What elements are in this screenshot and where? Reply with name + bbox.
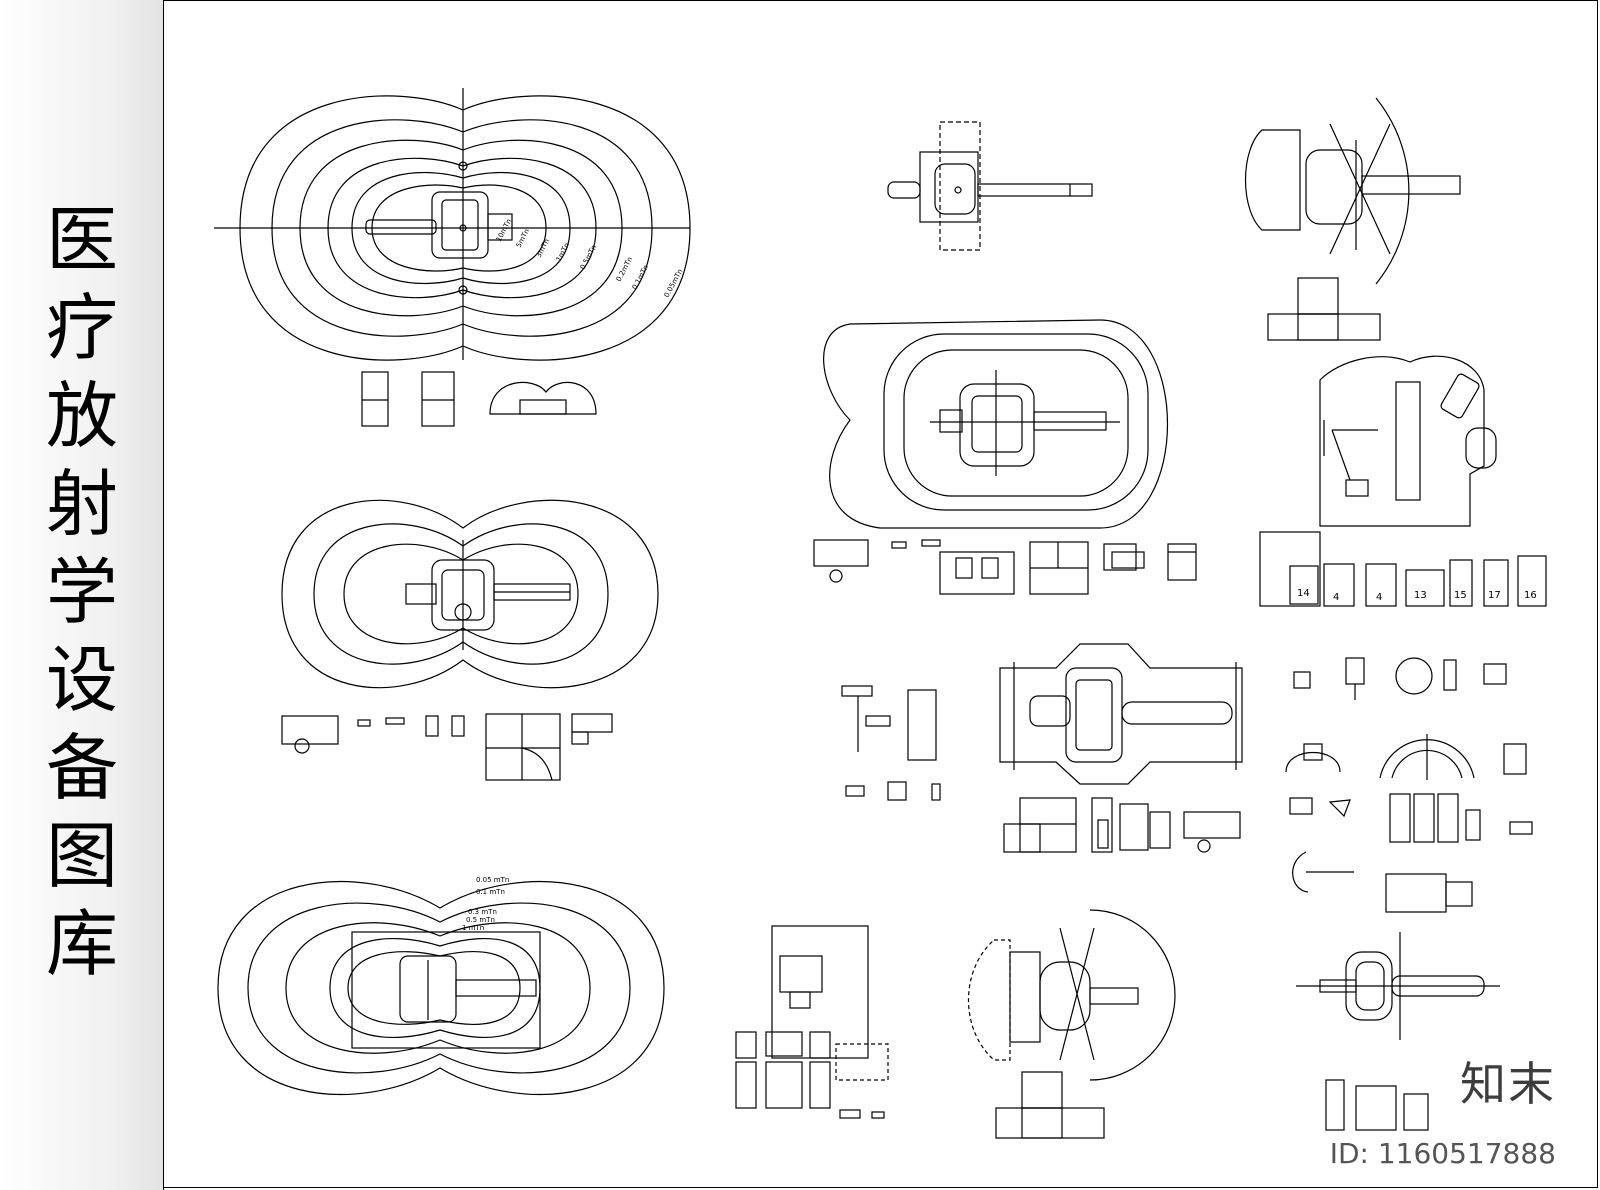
- cell-number: 4: [1376, 592, 1382, 603]
- field-label: 0.1 mTn: [476, 888, 505, 896]
- field-label: 0.05mTn: [663, 268, 685, 299]
- field-label: 0.5mTn: [579, 244, 599, 271]
- field-label: 5mTn: [515, 228, 531, 249]
- small-equipment-cluster: [1285, 657, 1533, 913]
- title-char: 图: [45, 814, 118, 898]
- mri-field-plan-2: [281, 499, 659, 689]
- mri-field-plan-1: 10mTn 5mTn 3mTn 1mTn 0.5mTn 0.2mTn 0.1mT…: [214, 88, 691, 361]
- room-layout-panel: [735, 925, 889, 1119]
- document-id: ID: 1160517888: [1329, 1137, 1556, 1170]
- ct-scanner-plan-1: [887, 121, 1093, 251]
- robotic-arm-plan: [1319, 355, 1497, 527]
- cell-number: 16: [1524, 590, 1537, 601]
- title-char: 射: [45, 462, 118, 546]
- title-char: 设: [45, 638, 118, 722]
- title-panel: 医 疗 放 射 学 设 备 图 库: [0, 0, 164, 1190]
- c-arm-plan-1: [1245, 97, 1461, 285]
- field-label: 1mTn: [555, 242, 571, 263]
- cross-table-block-2: [995, 1071, 1105, 1139]
- equipment-blocks-row-2: [281, 713, 613, 781]
- cell-number: 17: [1488, 590, 1501, 601]
- field-label: 0.3 mTn: [468, 908, 497, 916]
- ct-scanner-plan-3: [999, 643, 1243, 785]
- mri-field-plan-3: 0.05 mTn 0.1 mTn 0.3 mTn 0.5 mTn 1 mTn: [217, 876, 665, 1096]
- equipment-blocks-row-5: [1325, 1079, 1429, 1131]
- cross-table-block-1: [1267, 277, 1381, 341]
- field-label: 0.5 mTn: [466, 916, 495, 924]
- brand-logo-text: 知末: [1460, 1057, 1556, 1111]
- c-arm-plan-2: [968, 909, 1176, 1081]
- title-char: 库: [45, 902, 118, 986]
- field-label: 0.1mTn: [631, 264, 651, 291]
- cell-number: 14: [1297, 588, 1310, 599]
- cell-number: 4: [1333, 592, 1339, 603]
- field-label: 1 mTn: [462, 924, 484, 932]
- drawing-area: 10mTn 5mTn 3mTn 1mTn 0.5mTn 0.2mTn 0.1mT…: [164, 0, 1598, 1190]
- title-char: 备: [45, 726, 118, 810]
- ct-scanner-plan-2: [823, 319, 1169, 529]
- field-label: 0.05 mTn: [476, 876, 509, 884]
- cell-number: 13: [1414, 590, 1427, 601]
- title-char: 放: [45, 374, 118, 458]
- field-label: 10mTn: [495, 218, 514, 243]
- title-char: 疗: [45, 286, 118, 370]
- cell-number: 15: [1454, 590, 1467, 601]
- gantry-plan: [1296, 932, 1500, 1040]
- cabinet-row: 14 4 4 13 15 17 16: [1259, 531, 1547, 607]
- equipment-blocks-row-4: [1003, 797, 1241, 853]
- equipment-blocks-row-1: [361, 371, 597, 427]
- title-char: 学: [45, 550, 118, 634]
- field-label: 3mTn: [535, 238, 551, 259]
- equipment-blocks-row-3: [813, 539, 1197, 595]
- title-char: 医: [45, 198, 118, 282]
- stand-equipment-plan: [841, 685, 941, 801]
